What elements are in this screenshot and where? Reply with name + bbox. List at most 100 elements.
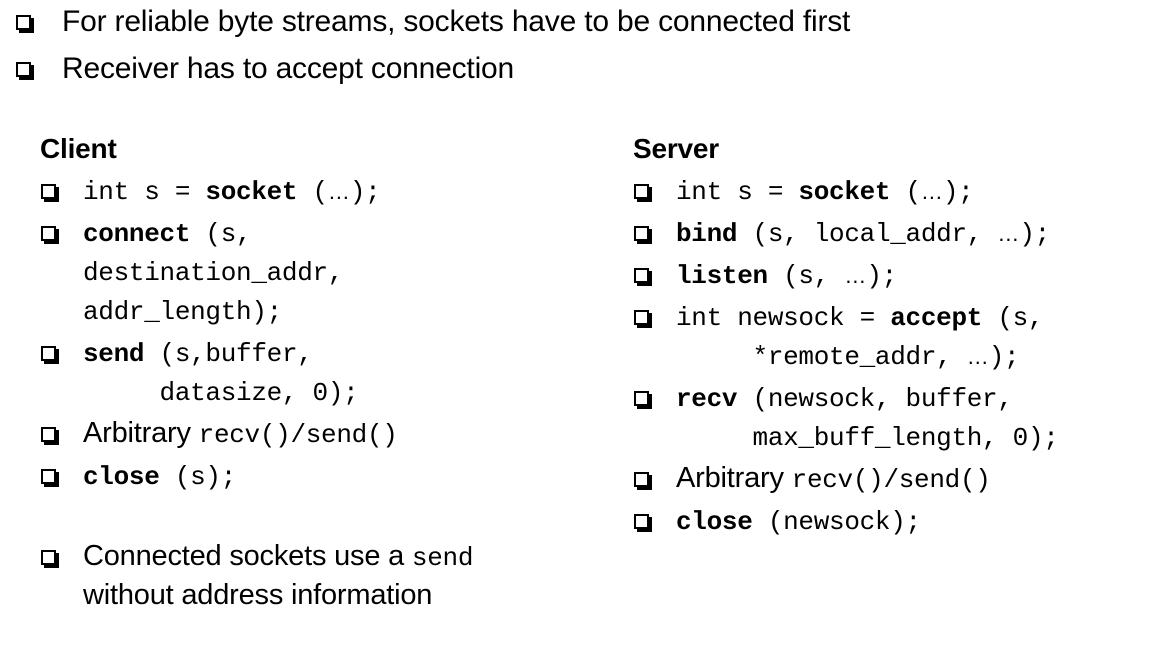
code-line-block: close (s); (83, 457, 236, 496)
code-line: datasize, 0); (83, 373, 359, 412)
code-list-item: Arbitrary recv()/send() (38, 415, 628, 454)
text-run: socket (205, 177, 298, 207)
code-line-block: listen (s, …); (676, 256, 897, 295)
code-line-block: Arbitrary recv()/send() (83, 415, 398, 454)
text-run: destination_addr, (83, 258, 344, 288)
square-bullet-icon (634, 268, 652, 286)
code-line: addr_length); (83, 292, 343, 331)
code-line: Connected sockets use a send (83, 538, 473, 577)
text-run: … (327, 179, 350, 204)
code-line: recv (newsock, buffer, (676, 379, 1059, 418)
text-run: Arbitrary (676, 462, 792, 494)
code-line-block: bind (s, local_addr, …); (676, 214, 1050, 253)
text-run: recv()/send() (198, 420, 398, 450)
code-line-block: recv (newsock, buffer, max_buff_length, … (676, 379, 1059, 457)
code-line: Arbitrary recv()/send() (83, 415, 398, 454)
code-list-item: int s = socket (…); (38, 172, 628, 211)
square-bullet-icon (634, 310, 652, 328)
text-run: int newsock = (676, 303, 891, 333)
code-list-item: connect (s, destination_addr, addr_length)… (38, 214, 628, 331)
square-bullet-icon (16, 62, 34, 80)
code-line: connect (s, (83, 214, 343, 253)
text-run: send (411, 543, 474, 573)
text-run: (s, (982, 303, 1044, 333)
text-run: ); (1019, 219, 1050, 249)
text-run: Arbitrary (83, 417, 199, 449)
text-run: send (83, 339, 145, 369)
code-line: max_buff_length, 0); (676, 418, 1059, 457)
text-run: (newsock, buffer, (737, 384, 1013, 414)
square-bullet-icon (634, 184, 652, 202)
text-run: listen (676, 261, 768, 291)
code-list-item: close (newsock); (631, 502, 1162, 541)
code-line: send (s,buffer, (83, 334, 358, 373)
code-list-item: close (s); (38, 457, 628, 496)
text-run: connect (83, 219, 191, 249)
code-line: int s = socket (…); (676, 172, 974, 211)
square-bullet-icon (41, 550, 59, 568)
code-line: listen (s, …); (676, 256, 897, 295)
code-line-block: connect (s, destination_addr, addr_length)… (83, 214, 343, 331)
text-run: (s); (159, 462, 237, 492)
text-run: (s,buffer, (144, 339, 313, 369)
text-run: (newsock); (752, 507, 921, 537)
square-bullet-icon (41, 184, 59, 202)
code-line: without address information (83, 577, 473, 614)
code-line-block: int s = socket (…); (676, 172, 974, 211)
text-run: accept (890, 303, 983, 333)
code-list-item: int newsock = accept (s, *remote_addr, …… (631, 298, 1162, 376)
square-bullet-icon (634, 391, 652, 409)
text-run: … (920, 179, 943, 204)
text-run: socket (798, 177, 891, 207)
server-column: Server int s = socket (…);bind (s, local… (631, 132, 1162, 544)
text-run: ( (297, 177, 329, 207)
code-line-block: int s = socket (…); (83, 172, 381, 211)
code-line: int newsock = accept (s, (676, 298, 1044, 337)
square-bullet-icon (634, 226, 652, 244)
code-line-block: int newsock = accept (s, *remote_addr, …… (676, 298, 1044, 376)
code-list-item: bind (s, local_addr, …); (631, 214, 1162, 253)
text-run: … (966, 344, 989, 369)
text-run: ); (349, 177, 381, 207)
top-bullet-list: For reliable byte streams, sockets have … (0, 0, 1162, 94)
code-line: Arbitrary recv()/send() (676, 460, 991, 499)
code-line-block: Arbitrary recv()/send() (676, 460, 991, 499)
code-list-item: listen (s, …); (631, 256, 1162, 295)
client-column-heading: Client (40, 133, 117, 164)
client-code-list: int s = socket (…);connect (s,destinatio… (38, 172, 628, 614)
code-line: destination_addr, (83, 253, 343, 292)
text-run: recv (676, 384, 738, 414)
server-code-list: int s = socket (…);bind (s, local_addr, … (631, 172, 1162, 541)
code-line-block: send (s,buffer, datasize, 0); (83, 334, 359, 412)
text-run: (s, (190, 219, 252, 249)
text-run: close (676, 507, 753, 537)
top-bullet-text: Receiver has to accept connection (62, 52, 514, 85)
text-run: (s, local_addr, (737, 219, 998, 249)
text-run: … (844, 263, 867, 288)
text-run: *remote_addr, (676, 342, 967, 372)
square-bullet-icon (634, 472, 652, 490)
text-run: close (83, 462, 160, 492)
square-bullet-icon (41, 469, 59, 487)
text-run: recv()/send() (791, 465, 991, 495)
square-bullet-icon (16, 15, 34, 33)
code-list-item: recv (newsock, buffer, max_buff_length, … (631, 379, 1162, 457)
text-run: ( (890, 177, 922, 207)
text-run: without address information (83, 579, 433, 611)
code-line: bind (s, local_addr, …); (676, 214, 1050, 253)
square-bullet-icon (634, 514, 652, 532)
code-list-item: Arbitrary recv()/send() (631, 460, 1162, 499)
code-list-item: int s = socket (…); (631, 172, 1162, 211)
top-bullet-text: For reliable byte streams, sockets have … (62, 5, 851, 38)
list-spacer (38, 499, 628, 535)
code-line: int s = socket (…); (83, 172, 381, 211)
text-run: Connected sockets use a (83, 540, 412, 572)
text-run: max_buff_length, 0); (676, 423, 1059, 453)
server-column-heading: Server (633, 133, 719, 164)
square-bullet-icon (41, 346, 59, 364)
client-column: Client int s = socket (…);connect (s,des… (38, 132, 628, 617)
text-run: … (997, 221, 1020, 246)
